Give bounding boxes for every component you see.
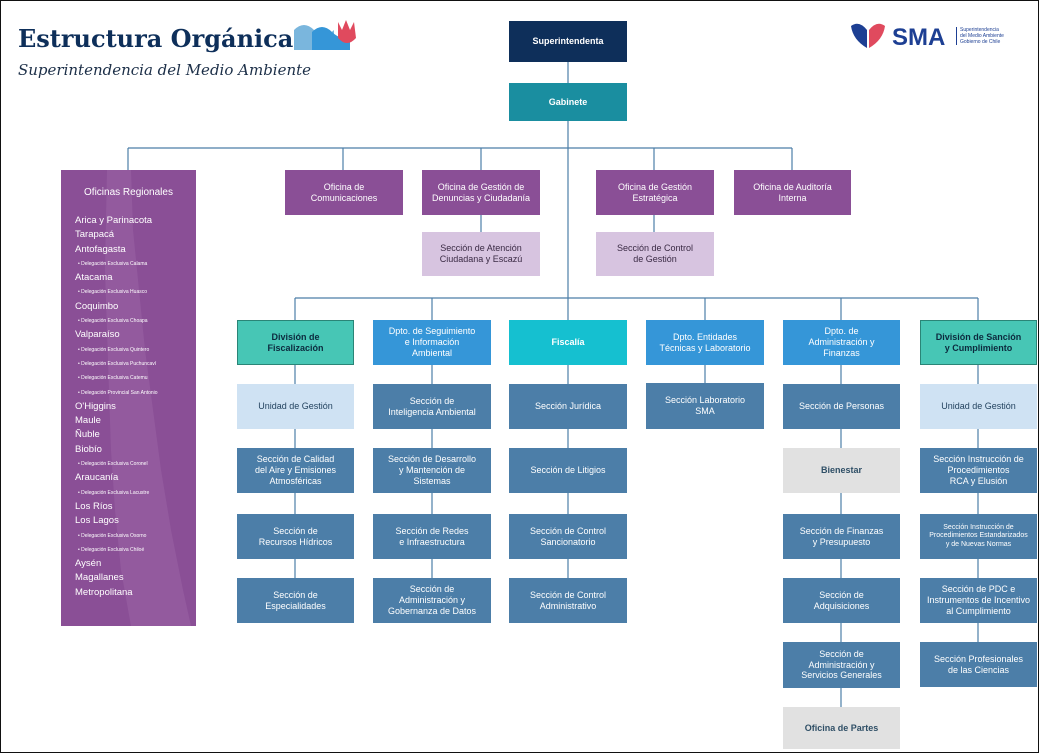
regional-office-item: Biobío <box>75 443 102 455</box>
regional-office-item: Tarapacá <box>75 229 115 241</box>
section-seguimiento-2: Sección de Desarrollo y Mantención de Si… <box>373 448 491 493</box>
division-seguimiento: Dpto. de Seguimiento e Información Ambie… <box>373 320 491 365</box>
section-fiscalia-2: Sección de Litigios <box>509 448 627 493</box>
section-administracion-3: Sección de Finanzas y Presupuesto <box>783 514 900 559</box>
node-superintendenta: Superintendenta <box>509 21 627 62</box>
regional-office-item: Araucanía <box>75 472 119 484</box>
heart-logo-icon <box>851 23 885 48</box>
division-administracion: Dpto. de Administración y Finanzas <box>783 320 900 365</box>
section-fiscalia-3: Sección de Control Sancionatorio <box>509 514 627 559</box>
page-title: Estructura Orgánica <box>18 24 294 53</box>
regional-office-item: Antofagasta <box>75 243 126 255</box>
section-sancion-1: Unidad de Gestión <box>920 384 1037 429</box>
regional-office-item: Arica y Parinacota <box>75 215 153 226</box>
regional-office-item: O'Higgins <box>75 400 116 412</box>
regional-delegation-item: Delegación Exclusiva Choapa <box>75 314 158 328</box>
page-subtitle: Superintendencia del Medio Ambiente <box>18 61 312 79</box>
section-entidades-1: Sección Laboratorio SMA <box>646 383 764 429</box>
section-fiscalizacion-4: Sección de Especialidades <box>237 578 354 623</box>
regional-delegation-item: Delegación Exclusiva Lacustre <box>75 486 158 500</box>
regional-offices-list: Arica y ParinacotaTarapacáAntofagastaDel… <box>75 214 158 600</box>
regional-delegation-item: Delegación Exclusiva Quintero <box>75 343 158 357</box>
section-fiscalizacion-2: Sección de Calidad del Aire y Emisiones … <box>237 448 354 493</box>
regional-office-item: Aysén <box>75 558 102 570</box>
section-fiscalia-4: Sección de Control Administrativo <box>509 578 627 623</box>
section-administracion-4: Sección de Adquisiciones <box>783 578 900 623</box>
regional-delegation-item: Delegación Exclusiva Calama <box>75 257 158 271</box>
logo-wordmark: SMA <box>892 24 946 51</box>
regional-office-item: Magallanes <box>75 572 124 584</box>
node-oficina-comunicaciones: Oficina de Comunicaciones <box>285 170 403 215</box>
section-sancion-3: Sección Instrucción de Procedimientos Es… <box>920 514 1037 559</box>
node-oficina-estrategica: Oficina de Gestión Estratégica <box>596 170 714 215</box>
regional-office-item: Coquimbo <box>75 300 119 312</box>
regional-delegation-item: Delegación Exclusiva Osorno <box>75 529 158 543</box>
regional-delegation-item: Delegación Exclusiva Puchuncaví <box>75 357 158 371</box>
section-sancion-5: Sección Profesionales de las Ciencias <box>920 642 1037 687</box>
section-seguimiento-1: Sección de Inteligencia Ambiental <box>373 384 491 429</box>
regional-delegation-item: Delegación Exclusiva Huasco <box>75 285 158 299</box>
regional-delegation-item: Delegación Exclusiva Chiloé <box>75 543 158 557</box>
node-seccion-atencion: Sección de Atención Ciudadana y Escazú <box>422 232 540 276</box>
node-seccion-control-gestion: Sección de Control de Gestión <box>596 232 714 276</box>
division-sancion: División de Sanción y Cumplimiento <box>920 320 1037 365</box>
regional-office-item: Los Lagos <box>75 515 119 527</box>
node-oficina-auditoria: Oficina de Auditoría Interna <box>734 170 851 215</box>
node-gabinete: Gabinete <box>509 83 627 121</box>
section-administracion-2: Bienestar <box>783 448 900 493</box>
section-fiscalia-1: Sección Jurídica <box>509 384 627 429</box>
division-fiscalizacion: División de Fiscalización <box>237 320 354 365</box>
section-fiscalizacion-3: Sección de Recursos Hídricos <box>237 514 354 559</box>
node-oficina-denuncias: Oficina de Gestión de Denuncias y Ciudad… <box>422 170 540 215</box>
regional-office-item: Metropolitana <box>75 586 133 598</box>
section-sancion-4: Sección de PDC e Instrumentos de Incenti… <box>920 578 1037 623</box>
regional-office-item: Los Ríos <box>75 500 113 512</box>
regional-office-item: Maule <box>75 415 101 427</box>
regional-delegation-item: Delegación Exclusiva Coronel <box>75 457 158 471</box>
division-entidades: Dpto. Entidades Técnicas y Laboratorio <box>646 320 764 365</box>
section-administracion-6: Oficina de Partes <box>783 707 900 749</box>
section-administracion-5: Sección de Administración y Servicios Ge… <box>783 642 900 688</box>
section-administracion-1: Sección de Personas <box>783 384 900 429</box>
regional-office-item: Atacama <box>75 272 113 284</box>
regional-delegation-item: Delegación Exclusiva Catemu <box>75 371 158 385</box>
section-fiscalizacion-1: Unidad de Gestión <box>237 384 354 429</box>
regional-office-item: Ñuble <box>75 429 100 441</box>
logo-tagline: Superintendencia del Medio Ambiente Gobi… <box>956 27 1004 45</box>
regional-delegation-item: Delegación Provincial San Antonio <box>75 386 157 400</box>
regional-offices-title: Oficinas Regionales <box>84 187 173 198</box>
division-fiscalia: Fiscalía <box>509 320 627 365</box>
section-seguimiento-3: Sección de Redes e Infraestructura <box>373 514 491 559</box>
section-sancion-2: Sección Instrucción de Procedimientos RC… <box>920 448 1037 493</box>
section-seguimiento-4: Sección de Administración y Gobernanza d… <box>373 578 491 623</box>
regional-office-item: Valparaíso <box>75 329 120 341</box>
water-flower-icon <box>294 20 356 50</box>
